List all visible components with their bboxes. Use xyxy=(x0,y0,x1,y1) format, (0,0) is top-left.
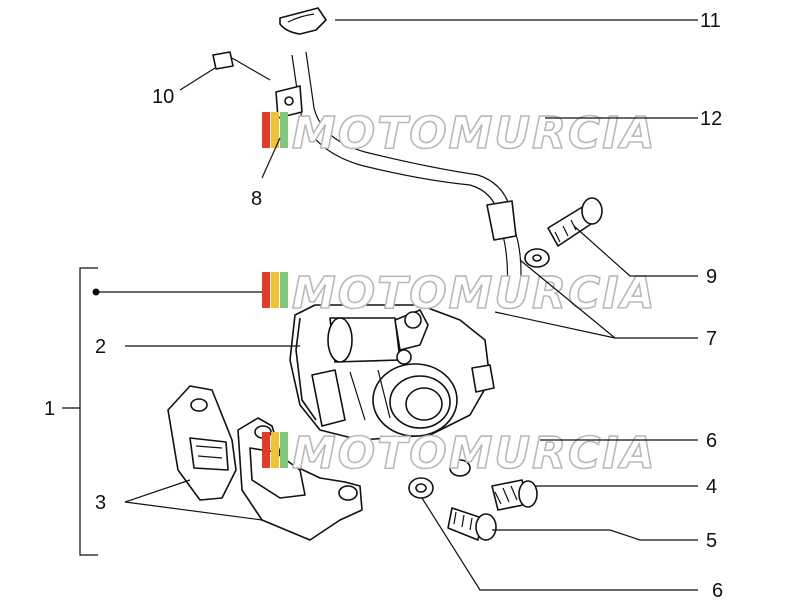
watermark-stripe-green xyxy=(280,112,288,148)
brake-hose xyxy=(291,51,522,301)
leader-10 xyxy=(179,67,216,91)
leader-1-bracket xyxy=(79,267,98,556)
leader-3b xyxy=(124,501,263,521)
watermark-stripe-green xyxy=(280,272,288,308)
callout-11: 11 xyxy=(700,10,721,32)
watermark-stripe-yellow xyxy=(271,272,279,308)
bracket-screw xyxy=(212,51,271,81)
watermark-stripe-yellow xyxy=(271,112,279,148)
callout-3: 3 xyxy=(95,492,106,514)
hose-bracket xyxy=(275,85,303,141)
watermark-stripe-red xyxy=(262,112,270,148)
callout-6-bottom: 6 xyxy=(712,580,723,600)
callout-4: 4 xyxy=(706,476,717,498)
callout-5: 5 xyxy=(706,530,717,552)
copper-washer xyxy=(524,248,550,268)
banjo-bolt xyxy=(547,197,603,247)
watermark-text: MOTOMURCIA xyxy=(292,108,657,159)
callout-1: 1 xyxy=(44,398,55,420)
callout-7: 7 xyxy=(706,328,717,350)
callout-10: 10 xyxy=(152,86,174,108)
leader-lines xyxy=(62,19,698,591)
watermark-stripe-red xyxy=(262,272,270,308)
leader-3a xyxy=(124,479,191,503)
leader-9 xyxy=(573,225,698,277)
leader-6-bottom xyxy=(421,497,698,591)
callout-9: 9 xyxy=(706,266,717,288)
caliper-bolt-lower xyxy=(447,507,497,541)
brake-caliper xyxy=(289,304,495,441)
leader-8 xyxy=(261,137,281,179)
leader-5 xyxy=(492,529,698,541)
watermark-bottom: MOTOMURCIA xyxy=(262,427,657,480)
watermark-stripe-green xyxy=(280,432,288,468)
callout-2: 2 xyxy=(95,336,106,358)
callout-12: 12 xyxy=(700,108,722,130)
hose-clip xyxy=(279,7,327,35)
watermark-stripe-red xyxy=(262,432,270,468)
caliper-bolt-upper xyxy=(491,479,538,511)
watermark-top: MOTOMURCIA xyxy=(262,107,657,160)
callout-8: 8 xyxy=(251,188,262,210)
watermark-middle: MOTOMURCIA xyxy=(262,267,657,320)
leader-7b xyxy=(494,311,616,339)
caliper-washer-lower xyxy=(408,477,434,499)
watermark-stripe-yellow xyxy=(271,432,279,468)
watermark-text: MOTOMURCIA xyxy=(292,428,657,479)
brake-pad-rear xyxy=(167,385,237,501)
callout-6-top: 6 xyxy=(706,430,717,452)
watermark-text: MOTOMURCIA xyxy=(292,268,657,319)
callout-numbers: 1 2 3 4 5 6 6 7 8 9 10 11 12 xyxy=(44,10,723,600)
caliper-washer-upper xyxy=(449,459,471,477)
